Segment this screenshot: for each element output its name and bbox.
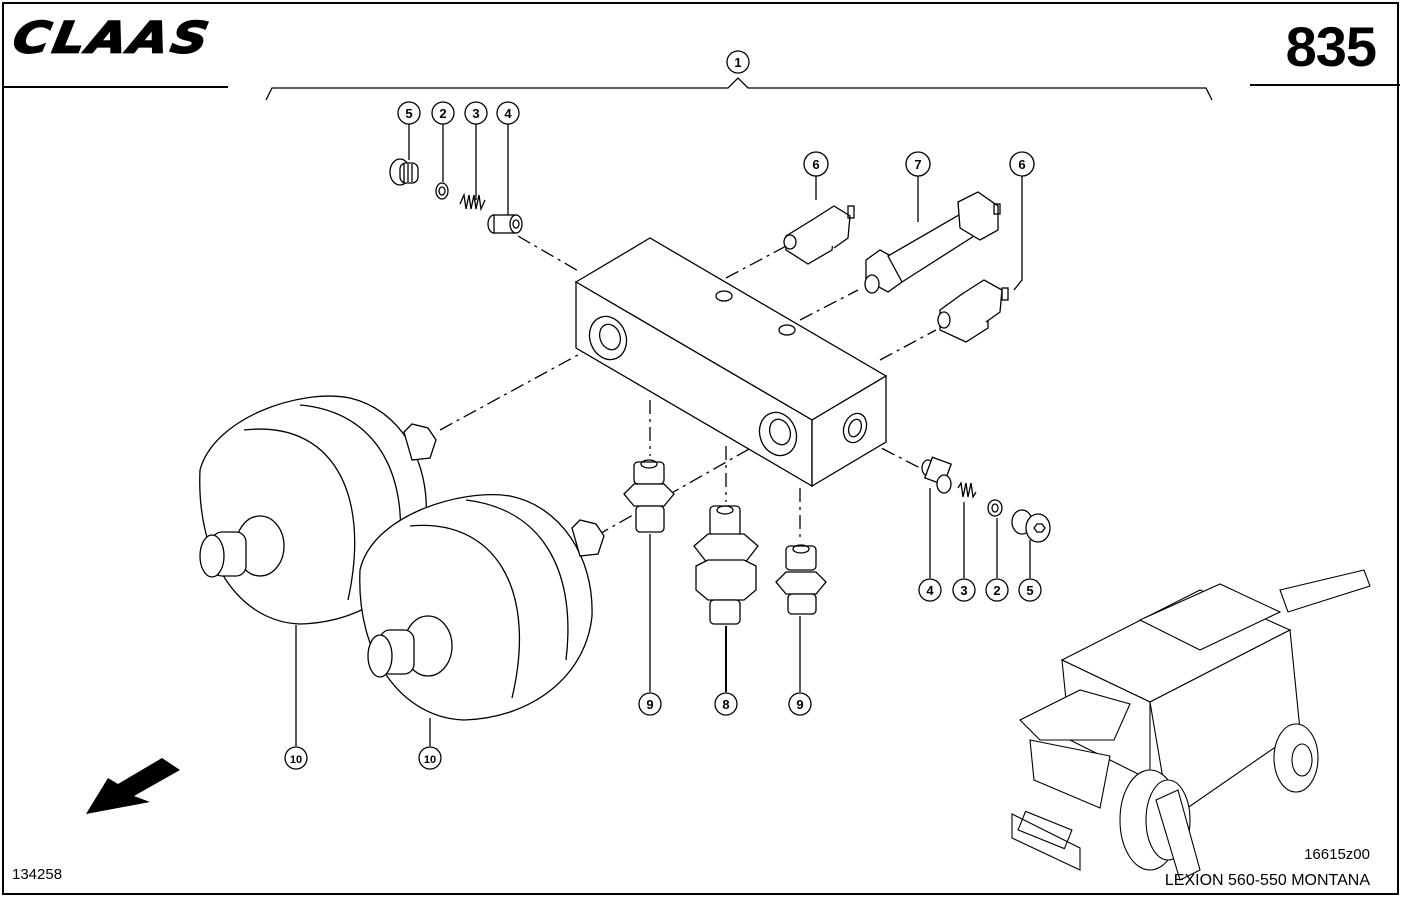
svg-text:10: 10 bbox=[290, 754, 302, 766]
callout-2-lower[interactable]: 2 bbox=[985, 578, 1009, 602]
pressure-sensor-8 bbox=[693, 505, 759, 625]
fitting-9-right bbox=[775, 544, 827, 615]
svg-text:4: 4 bbox=[504, 106, 512, 121]
pressure-switch-6-lower bbox=[937, 279, 1009, 343]
svg-text:1: 1 bbox=[734, 55, 741, 70]
svg-text:9: 9 bbox=[646, 697, 653, 712]
pressure-switch-6-upper bbox=[783, 205, 855, 265]
callout-4-lower[interactable]: 4 bbox=[918, 578, 942, 602]
svg-text:6: 6 bbox=[812, 157, 819, 172]
callout-10-right[interactable]: 10 bbox=[418, 746, 442, 770]
header-rule-left bbox=[4, 86, 228, 88]
svg-text:10: 10 bbox=[424, 754, 436, 766]
plug-5-lower bbox=[1011, 509, 1051, 543]
callout-5-upper[interactable]: 5 bbox=[397, 101, 421, 125]
accumulator-10-right bbox=[359, 494, 605, 721]
combine-harvester-illustration bbox=[1011, 569, 1371, 881]
sleeve-4-upper bbox=[487, 214, 523, 234]
plug-5-upper bbox=[389, 158, 419, 186]
callouts: 1 5 2 3 4 6 7 6 4 3 2 5 9 8 9 10 10 bbox=[284, 50, 1042, 770]
svg-text:3: 3 bbox=[960, 583, 967, 598]
svg-text:2: 2 bbox=[993, 583, 1000, 598]
callout-9-left[interactable]: 9 bbox=[638, 692, 662, 716]
callout-5-lower[interactable]: 5 bbox=[1018, 578, 1042, 602]
svg-text:3: 3 bbox=[472, 106, 479, 121]
washer-2-upper bbox=[435, 182, 449, 200]
callout-6-upper[interactable]: 6 bbox=[803, 151, 829, 177]
svg-text:2: 2 bbox=[439, 106, 446, 121]
fitting-9-left bbox=[623, 459, 675, 533]
header-rule-right bbox=[1250, 84, 1400, 86]
callout-4-upper[interactable]: 4 bbox=[496, 101, 520, 125]
svg-text:5: 5 bbox=[405, 106, 412, 121]
sleeve-4-lower bbox=[921, 456, 952, 494]
callout-2-upper[interactable]: 2 bbox=[431, 101, 455, 125]
callout-6-lower[interactable]: 6 bbox=[1009, 151, 1035, 177]
svg-text:7: 7 bbox=[914, 157, 921, 172]
assembly-axes bbox=[439, 235, 937, 540]
assembly-bracket bbox=[265, 77, 1213, 101]
model-name: LEXION 560-550 MONTANA bbox=[1164, 872, 1370, 889]
callout-1[interactable]: 1 bbox=[726, 50, 750, 74]
page-number: 835 bbox=[1285, 15, 1377, 78]
filter-7 bbox=[864, 191, 1001, 294]
svg-text:4: 4 bbox=[926, 583, 934, 598]
svg-text:5: 5 bbox=[1026, 583, 1033, 598]
arrow-down-left-icon bbox=[86, 758, 180, 814]
washer-2-lower bbox=[987, 499, 1003, 517]
callout-3-upper[interactable]: 3 bbox=[464, 101, 488, 125]
svg-text:8: 8 bbox=[722, 697, 729, 712]
spring-3-upper bbox=[459, 192, 486, 212]
drawing-number: 134258 bbox=[12, 866, 63, 883]
callout-10-left[interactable]: 10 bbox=[284, 746, 308, 770]
callout-7[interactable]: 7 bbox=[905, 151, 931, 177]
callout-9-right[interactable]: 9 bbox=[788, 692, 812, 716]
svg-text:6: 6 bbox=[1018, 157, 1025, 172]
svg-text:9: 9 bbox=[796, 697, 803, 712]
callout-3-lower[interactable]: 3 bbox=[952, 578, 976, 602]
valve-block bbox=[574, 237, 888, 488]
leader-lines bbox=[295, 124, 1031, 746]
callout-8[interactable]: 8 bbox=[714, 692, 738, 716]
figure-code: 16615z00 bbox=[1304, 846, 1370, 863]
spring-3-lower bbox=[957, 481, 977, 499]
